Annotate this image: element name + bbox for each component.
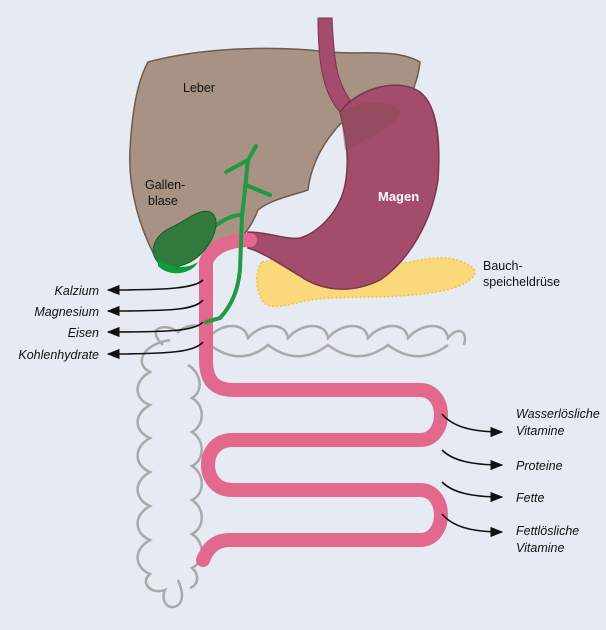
label-wasserloesliche-1: Wasserlösliche [516, 407, 600, 421]
label-wasserloesliche-2: Vitamine [516, 424, 564, 438]
liver-label: Leber [183, 81, 215, 95]
colon-lower-loop [210, 345, 448, 356]
label-kalzium: Kalzium [55, 284, 99, 298]
label-eisen: Eisen [68, 326, 99, 340]
label-fettloesliche-2: Vitamine [516, 541, 564, 555]
pancreas-label-2: speicheldrüse [483, 275, 560, 289]
gallbladder-label-2: blase [148, 194, 178, 208]
arrow-fettloesliche [442, 514, 502, 532]
arrow-fette [442, 482, 502, 497]
label-fette: Fette [516, 491, 545, 505]
large-intestine [138, 325, 465, 607]
arrow-magnesium [108, 300, 203, 311]
stomach-label: Magen [378, 189, 419, 204]
pancreas-label-1: Bauch- [483, 259, 523, 273]
arrow-kalzium [108, 280, 203, 290]
gallbladder-label-1: Gallen- [145, 178, 185, 192]
arrow-proteine [442, 450, 502, 465]
arrow-wasserloesliche [442, 414, 502, 432]
label-kohlenhydrate: Kohlenhydrate [18, 348, 99, 362]
label-proteine: Proteine [516, 459, 563, 473]
label-magnesium: Magnesium [34, 305, 99, 319]
label-fettloesliche-1: Fettlösliche [516, 524, 579, 538]
